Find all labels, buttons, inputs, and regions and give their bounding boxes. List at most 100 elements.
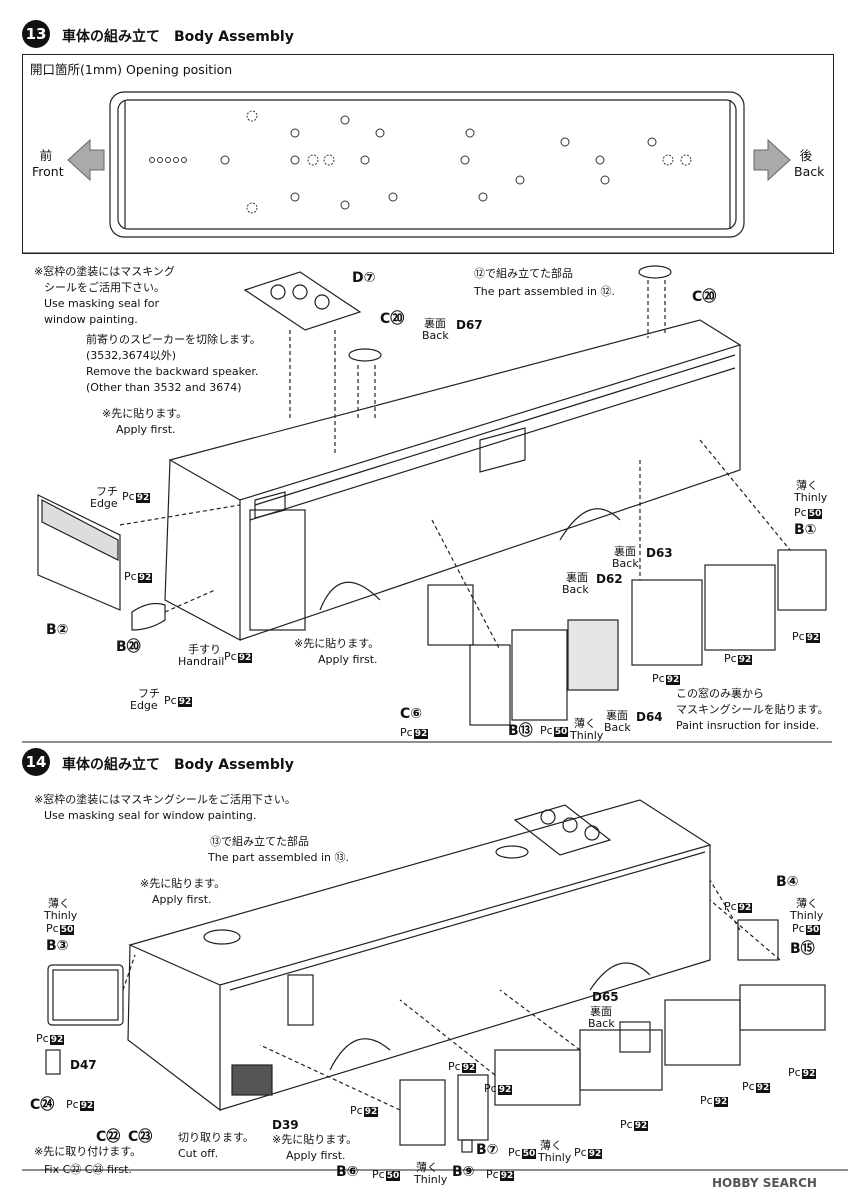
thinly-b6-en: Thinly <box>414 1173 448 1186</box>
assembled-14-jp: ⑬で組み立てた部品 <box>210 835 309 848</box>
apply-first-13b-jp: ※先に貼ります。 <box>294 637 380 650</box>
step-13-number: 13 <box>22 20 50 48</box>
apply-first-14-en: Apply first. <box>152 893 212 906</box>
part-B13: B⑬ <box>508 723 533 739</box>
thinly-b13-jp: 薄く <box>574 717 596 730</box>
mask-note-14-line1: ※窓枠の塗装にはマスキングシールをご活用下さい。 <box>34 793 296 806</box>
assembled-14-en: The part assembled in ⑬. <box>208 851 350 864</box>
thinly-b15-en: Thinly <box>790 909 824 922</box>
part-B3: B③ <box>46 938 69 954</box>
speaker-note-line1: 前寄りのスピーカーを切除します。 <box>86 333 261 346</box>
d65-back-jp: 裏面 <box>590 1005 612 1018</box>
hobby-search-watermark: HOBBY SEARCH <box>712 1176 817 1190</box>
part-D65: D65 <box>592 990 619 1004</box>
fix-first-jp: ※先に取り付けます。 <box>34 1145 142 1158</box>
part-D67: D67 <box>456 318 483 332</box>
thinly-b1-en: Thinly <box>794 491 828 504</box>
part-B6: B⑥ <box>336 1164 359 1180</box>
fix-first-en: Fix C㉒ C㉓ first. <box>44 1163 132 1176</box>
inside-note-line3: Paint insruction for inside. <box>676 719 820 732</box>
step-14-title: 車体の組み立て Body Assembly <box>62 757 294 773</box>
edge-13b-jp: フチ <box>138 687 160 700</box>
d67-back-jp: 裏面 <box>424 317 446 330</box>
part-B1: B① <box>794 522 817 538</box>
thinly-b15-jp: 薄く <box>796 897 818 910</box>
mask-note-13-line3: Use masking seal for <box>44 297 160 310</box>
d63-back-en: Back <box>612 557 639 570</box>
part-B20: B⑳ <box>116 639 141 655</box>
d64-back-jp: 裏面 <box>606 709 628 722</box>
part-B2: B② <box>46 622 69 638</box>
thinly-b3-en: Thinly <box>44 909 78 922</box>
d63-back-jp: 裏面 <box>614 545 636 558</box>
d62-back-jp: 裏面 <box>566 571 588 584</box>
speaker-note-line3: Remove the backward speaker. <box>86 365 259 378</box>
apply-first-14b-jp: ※先に貼ります。 <box>272 1133 358 1146</box>
apply-first-14-jp: ※先に貼ります。 <box>140 877 226 890</box>
thinly-b7-en: Thinly <box>538 1151 572 1164</box>
d64-back-en: Back <box>604 721 631 734</box>
mask-note-13-line4: window painting. <box>44 313 138 326</box>
step-14-number: 14 <box>22 748 50 776</box>
thinly-b7-jp: 薄く <box>540 1139 562 1152</box>
inside-note-line1: この窓のみ裏から <box>676 687 764 700</box>
part-D64: D64 <box>636 710 663 724</box>
inside-note-line2: マスキングシールを貼ります。 <box>676 703 829 716</box>
thinly-b6-jp: 薄く <box>416 1161 438 1174</box>
edge-13-en: Edge <box>90 497 118 510</box>
mask-note-13-line2: シールをご活用下さい。 <box>44 281 165 294</box>
mask-note-13-line1: ※窓枠の塗装にはマスキング <box>34 265 175 278</box>
part-C20-right: C⑳ <box>692 289 717 305</box>
d65-back-en: Back <box>588 1017 615 1030</box>
part-C20-left: C⑳ <box>380 311 405 327</box>
part-C24: C㉔ <box>30 1097 55 1113</box>
edge-13-jp: フチ <box>96 485 118 498</box>
assembled-13-jp: ⑫で組み立てた部品 <box>474 267 573 280</box>
opening-position-label: 開口箇所(1mm) Opening position <box>30 62 233 77</box>
back-label-jp: 後 <box>799 148 813 163</box>
apply-first-13b-en: Apply first. <box>318 653 378 666</box>
apply-first-13-jp: ※先に貼ります。 <box>102 407 188 420</box>
part-D47: D47 <box>70 1058 97 1072</box>
speaker-note-line4: (Other than 3532 and 3674) <box>86 381 242 394</box>
back-label-en: Back <box>794 164 825 179</box>
edge-13b-en: Edge <box>130 699 158 712</box>
part-D7: D⑦ <box>352 270 376 286</box>
front-label-en: Front <box>32 164 64 179</box>
back-arrow-icon <box>753 138 791 182</box>
part-B15: B⑮ <box>790 941 815 957</box>
part-D62: D62 <box>596 572 623 586</box>
step-13-title: 車体の組み立て Body Assembly <box>62 29 294 45</box>
handrail-jp: 手すり <box>188 643 221 656</box>
assembled-13-en: The part assembled in ⑫. <box>474 285 616 298</box>
speaker-note-line2: (3532,3674以外) <box>86 349 177 362</box>
part-D63: D63 <box>646 546 673 560</box>
d67-back-en: Back <box>422 329 449 342</box>
part-B7: B⑦ <box>476 1142 499 1158</box>
part-C6: C⑥ <box>400 706 423 722</box>
mask-note-14-line2: Use masking seal for window painting. <box>44 809 257 822</box>
